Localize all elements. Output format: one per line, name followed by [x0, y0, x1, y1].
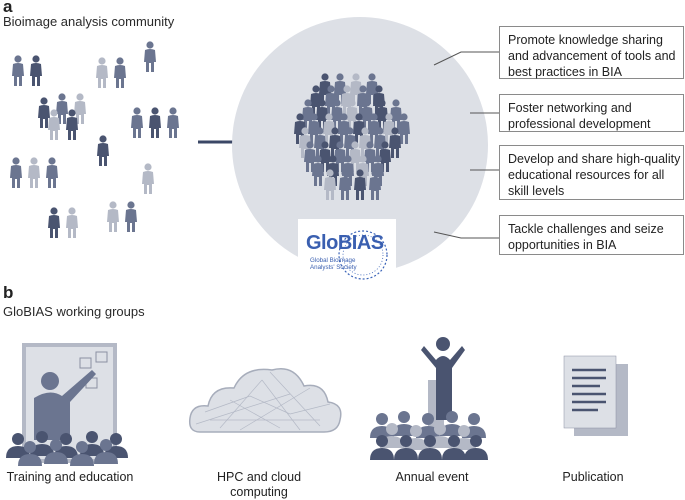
scattered-community-people — [10, 41, 179, 238]
speaker-podium-icon — [370, 337, 488, 460]
caption-hpc: HPC and cloud computing — [216, 470, 302, 499]
panel-a-letter: a — [3, 0, 13, 16]
globias-logo — [298, 219, 396, 283]
goal-box-knowledge-sharing: Promote knowledge sharing and advancemen… — [499, 26, 684, 79]
logo-subtitle: Global Bioimage Analysts' Society — [310, 257, 357, 271]
panel-b-letter: b — [3, 283, 14, 302]
goal-box-challenges: Tackle challenges and seize opportunitie… — [499, 215, 684, 255]
logo-wordmark: GloBIAS — [306, 232, 384, 254]
goal-box-educational-resources: Develop and share high-quality education… — [499, 145, 684, 200]
goal-box-networking: Foster networking and professional devel… — [499, 94, 684, 132]
caption-annual-event: Annual event — [395, 470, 469, 484]
cloud-network-icon — [188, 368, 342, 433]
documents-icon — [563, 355, 628, 436]
panel-a-title: Bioimage analysis community — [3, 14, 175, 29]
caption-publication: Publication — [562, 470, 624, 484]
teacher-whiteboard-icon — [6, 343, 128, 466]
connector-lines — [433, 51, 499, 239]
panel-b-title: GloBIAS working groups — [3, 304, 145, 319]
caption-training: Training and education — [6, 470, 134, 484]
